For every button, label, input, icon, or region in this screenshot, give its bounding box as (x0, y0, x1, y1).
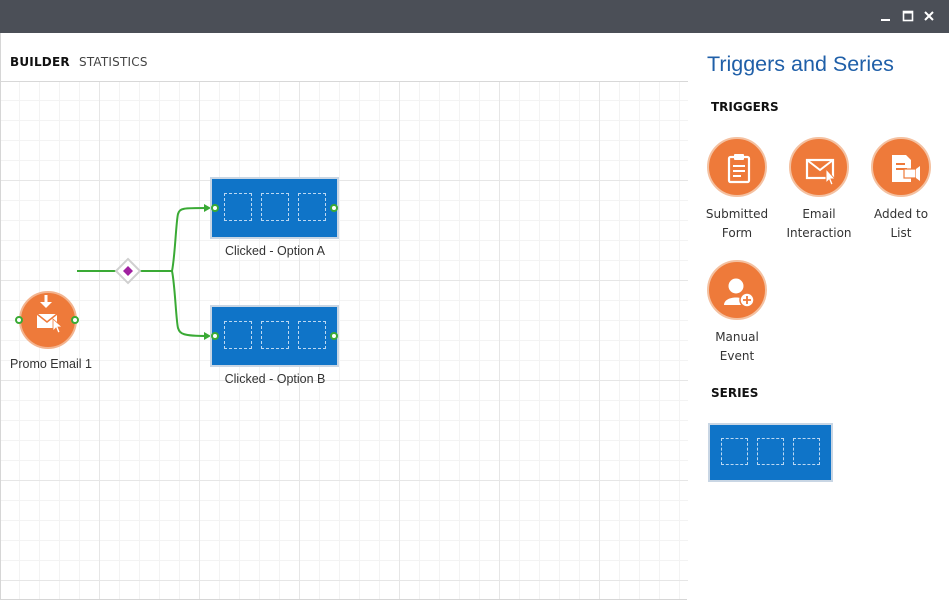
series-a-input-port[interactable] (211, 204, 219, 212)
series-node-a[interactable] (210, 177, 339, 239)
email-node-label: Promo Email 1 (10, 357, 92, 371)
trigger-added-to-list[interactable]: Added to List (856, 137, 946, 243)
series-tile[interactable] (708, 423, 833, 482)
trigger-circle (707, 260, 767, 320)
email-cursor-icon (805, 158, 837, 186)
series-node-b[interactable] (210, 305, 339, 367)
trigger-label-line2: Event (719, 349, 755, 363)
trigger-label-line1: Manual (715, 330, 759, 344)
triggers-series-panel: Triggers and Series TRIGGERS Submitted F… (688, 33, 949, 600)
clipboard-icon (727, 154, 751, 184)
user-add-icon (724, 278, 755, 308)
tab-builder[interactable]: BUILDER (10, 55, 70, 69)
trigger-label-line2: Form (721, 226, 753, 240)
tab-bar: BUILDER STATISTICS (1, 33, 688, 82)
series-slot (298, 193, 326, 221)
series-slot (757, 438, 784, 465)
minimize-icon[interactable] (876, 7, 894, 25)
close-icon[interactable] (920, 7, 938, 25)
trigger-label-line1: Submitted (705, 207, 769, 221)
maximize-icon[interactable] (899, 7, 917, 25)
email-cursor-icon (36, 295, 64, 334)
series-slot (261, 193, 289, 221)
series-heading: SERIES (711, 386, 759, 400)
panel-title: Triggers and Series (707, 52, 894, 76)
series-a-output-port[interactable] (330, 204, 338, 212)
series-slot (793, 438, 820, 465)
trigger-circle (871, 137, 931, 197)
series-a-label: Clicked - Option A (224, 244, 326, 258)
title-bar (0, 0, 949, 33)
series-slot (298, 321, 326, 349)
trigger-submitted-form[interactable]: Submitted Form (692, 137, 782, 243)
tab-statistics[interactable]: STATISTICS (79, 55, 148, 69)
series-b-label: Clicked - Option B (224, 372, 326, 386)
series-slot (224, 193, 252, 221)
email-input-port[interactable] (15, 316, 23, 324)
trigger-circle (789, 137, 849, 197)
trigger-email-interaction[interactable]: Email Interaction (774, 137, 864, 243)
series-b-output-port[interactable] (330, 332, 338, 340)
trigger-manual-event[interactable]: Manual Event (692, 260, 782, 366)
list-add-icon (892, 155, 920, 182)
connector-lines (77, 204, 211, 340)
diamond-icon[interactable] (114, 257, 142, 285)
trigger-label-line2: List (890, 226, 912, 240)
trigger-label-line2: Interaction (786, 226, 852, 240)
flow-canvas[interactable]: Promo Email 1 Clicked - Option A Clicked… (1, 82, 688, 599)
series-slot (224, 321, 252, 349)
email-output-port[interactable] (71, 316, 79, 324)
trigger-label-line1: Email (802, 207, 836, 221)
series-b-input-port[interactable] (211, 332, 219, 340)
triggers-heading: TRIGGERS (711, 100, 779, 114)
series-slot (261, 321, 289, 349)
builder-area: BUILDER STATISTICS (0, 33, 688, 600)
trigger-circle (707, 137, 767, 197)
trigger-label-line1: Added to (873, 207, 929, 221)
promo-email-node[interactable] (19, 291, 77, 349)
series-slot (721, 438, 748, 465)
